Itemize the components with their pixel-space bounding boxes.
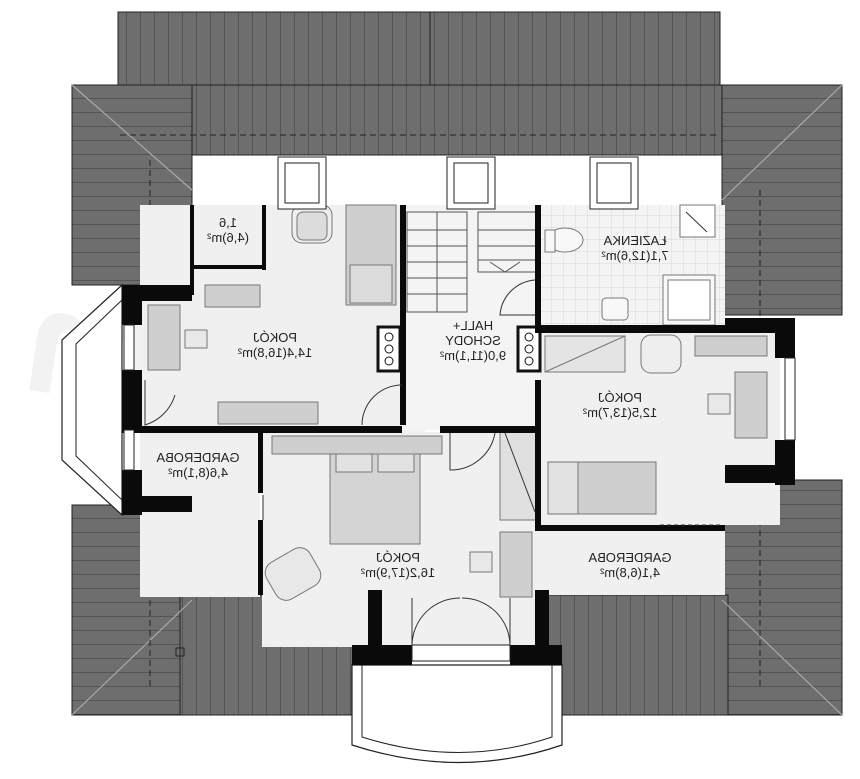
room-name: GARDEROBA	[156, 450, 240, 465]
room-area: 14,4(16,8)m²	[237, 345, 313, 360]
doors	[144, 279, 720, 646]
stairs	[406, 211, 537, 313]
balcony	[351, 664, 563, 764]
room-area: 4,6(8,1)m²	[168, 465, 228, 480]
room-name: POKÓJ	[375, 550, 421, 565]
room-name-2: SCHODY	[445, 333, 501, 348]
room-area: 4,1(6,8)m²	[600, 565, 660, 580]
room-area: 9,0(11,1)m²	[439, 348, 507, 363]
room-label-lazienka: ŁAZIENKA 7,1(12,6)m²	[580, 233, 690, 263]
room-area: 7,1(12,6)m²	[601, 248, 669, 263]
skylights	[277, 156, 639, 210]
room-label-pokoj-right: POKÓJ 12,5(13,7)m²	[565, 390, 675, 420]
windows	[123, 324, 796, 662]
room-name: HALL+	[452, 318, 494, 333]
room-label-hall: HALL+ SCHODY 9,0(11,1)m²	[413, 318, 533, 363]
room-label-garderoba-left: GARDEROBA 4,6(8,1)m²	[142, 450, 254, 480]
room-name: POKÓJ	[252, 330, 298, 345]
room-label-pokoj-bottom: POKÓJ 16,2(17,9)m²	[343, 550, 453, 580]
room-name: ŁAZIENKA	[603, 233, 667, 248]
bay-window-left	[61, 283, 123, 517]
room-area: 16,2(17,9)m²	[360, 565, 436, 580]
room-area: 12,5(13,7)m²	[582, 405, 658, 420]
room-name: POKÓJ	[597, 390, 643, 405]
furniture	[147, 204, 768, 601]
room-label-closet: 1,6 (4,6)m²	[195, 215, 261, 245]
room-label-garderoba-right: GARDEROBA 4,1(6,8)m²	[570, 550, 690, 580]
room-label-pokoj-left: POKÓJ 14,4(16,8)m²	[220, 330, 330, 360]
room-name: 1,6	[218, 215, 238, 230]
walls	[122, 205, 795, 665]
roof	[71, 11, 843, 716]
room-area: (4,6)m²	[207, 230, 249, 245]
room-name: GARDEROBA	[588, 550, 672, 565]
